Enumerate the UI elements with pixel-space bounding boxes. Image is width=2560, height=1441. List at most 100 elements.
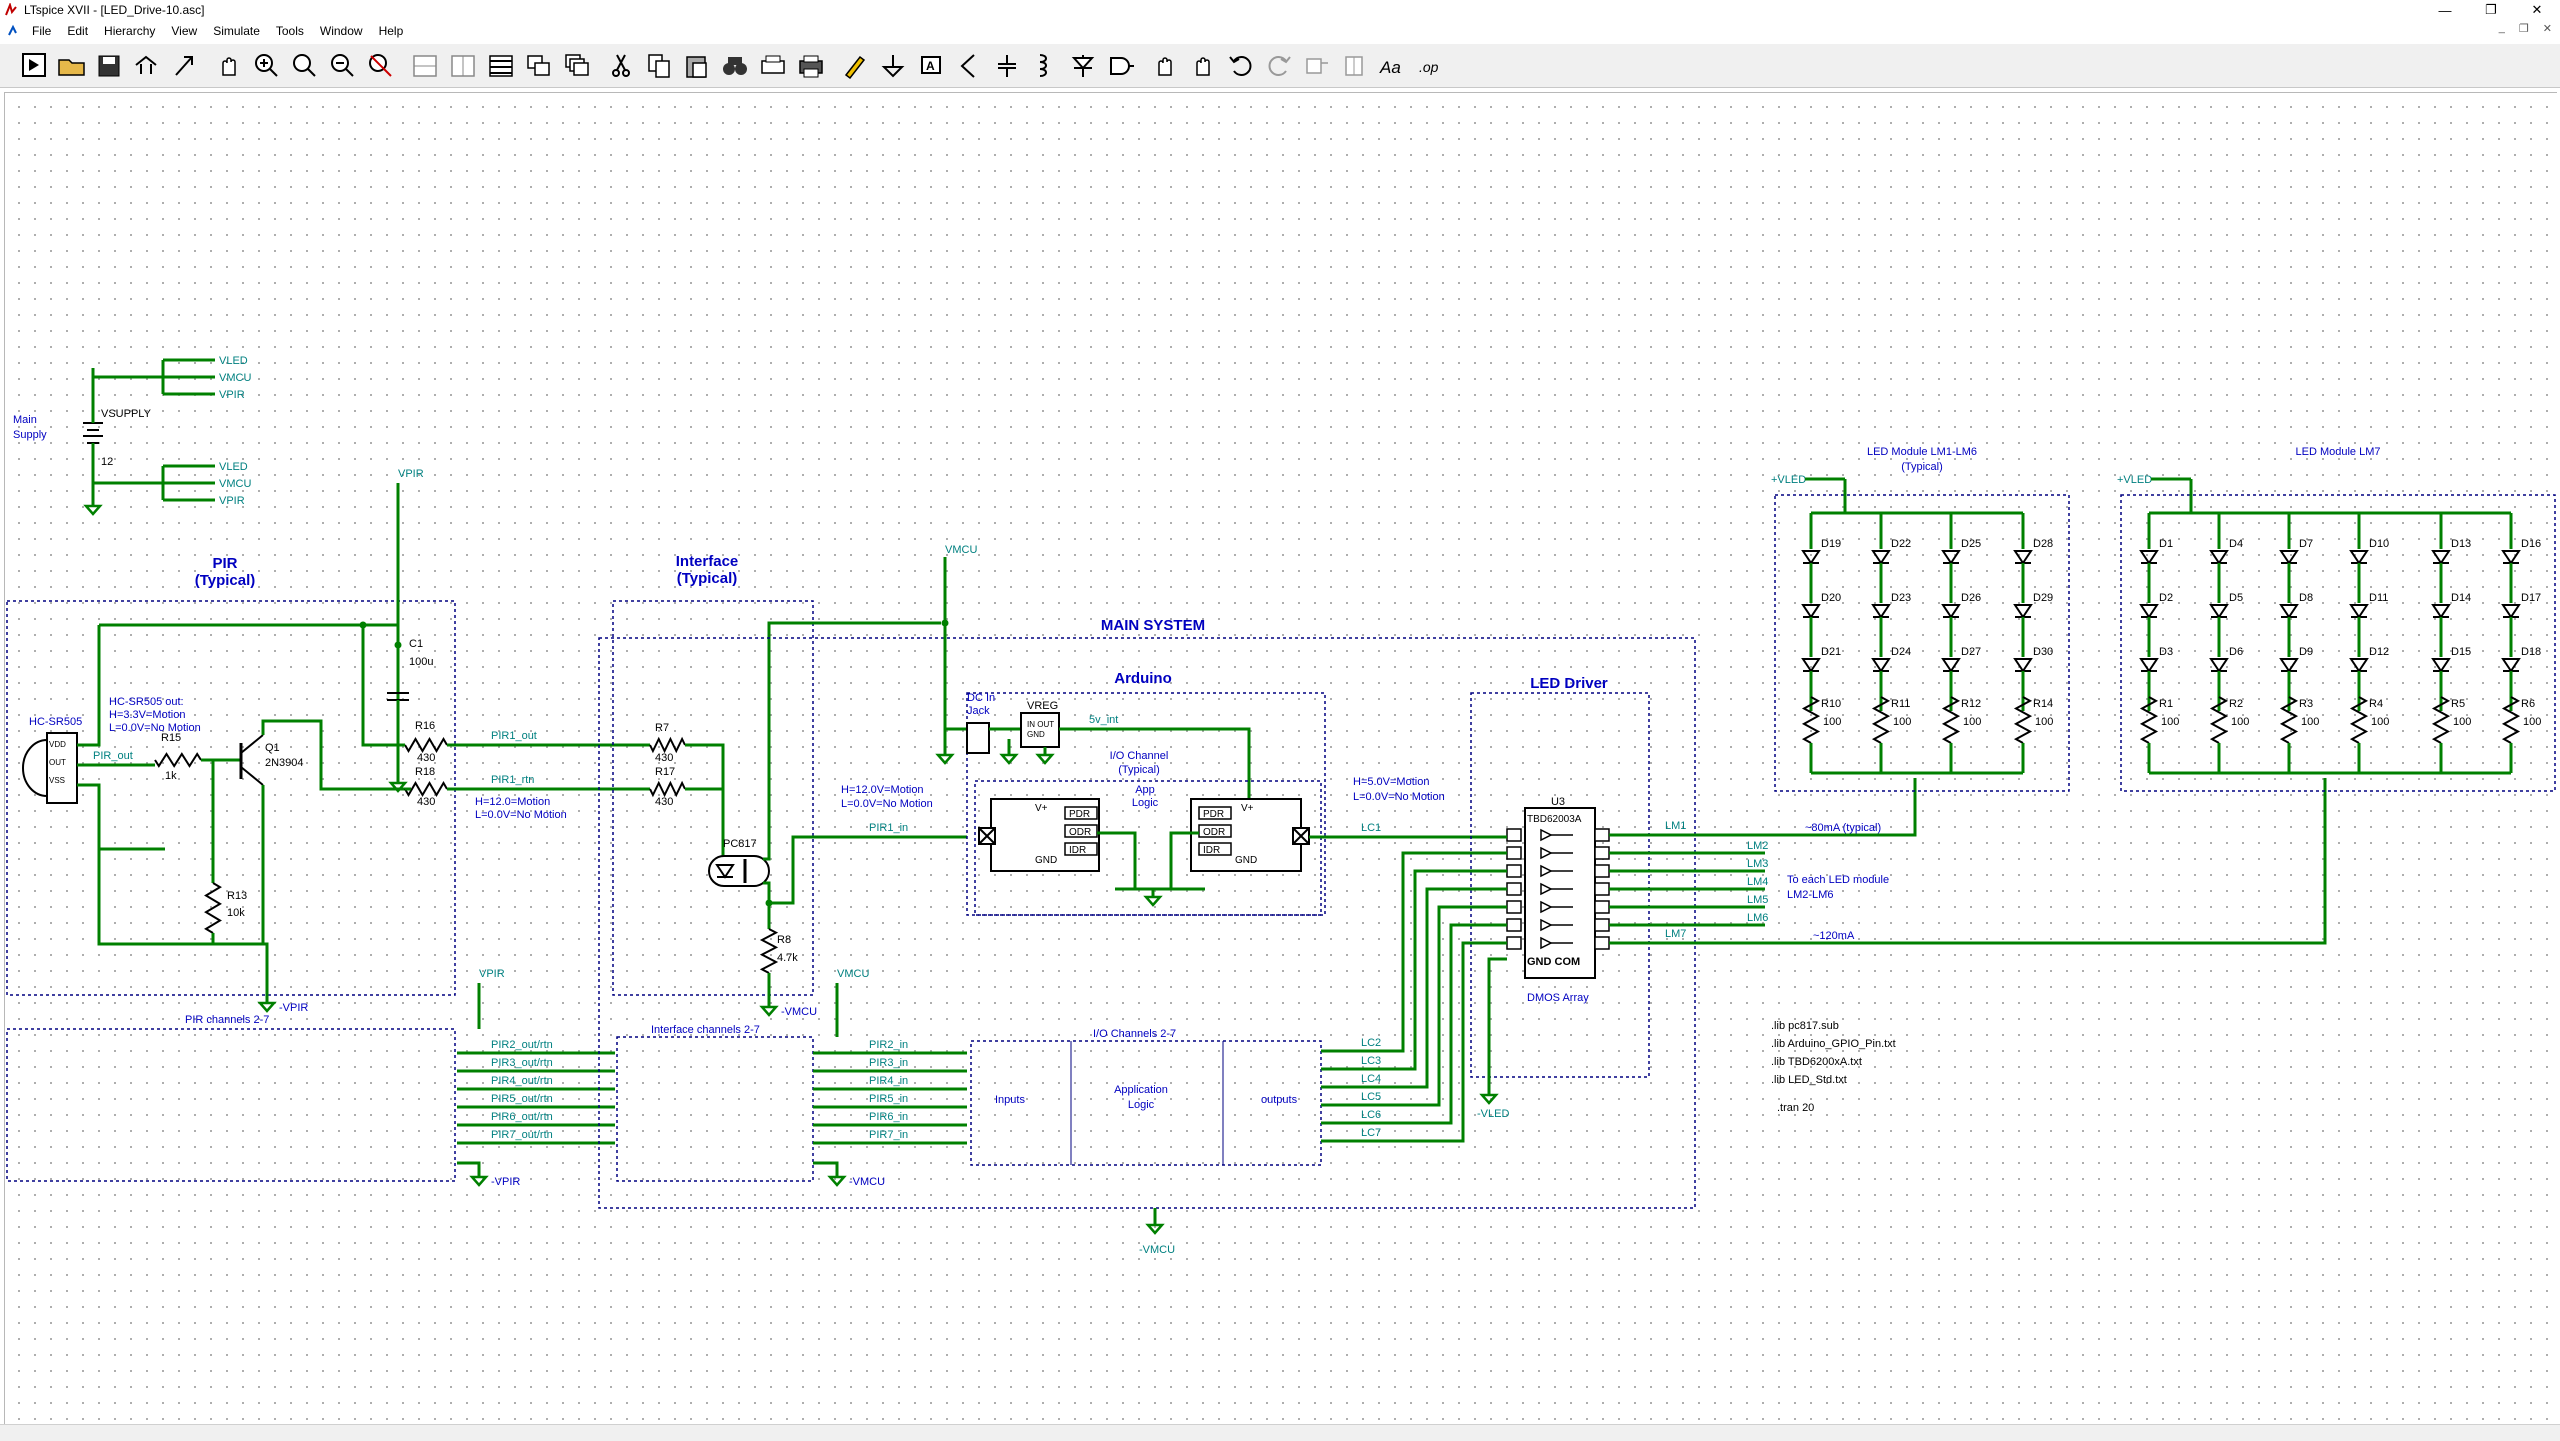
led-diode [1801, 658, 1821, 673]
label-net-icon: A [921, 55, 941, 74]
capacitor-button[interactable] [988, 47, 1026, 85]
pan-button[interactable] [210, 47, 248, 85]
ground-button[interactable] [874, 47, 912, 85]
tile-vertical-button[interactable] [444, 47, 482, 85]
lm7-net: LM7 [1665, 928, 1686, 940]
diode-label: D25 [1961, 538, 1981, 550]
led-diode [2431, 658, 2451, 673]
r17-resistor [649, 780, 686, 798]
menu-edit[interactable]: Edit [67, 24, 89, 38]
resistor-value: 100 [2035, 716, 2053, 728]
menu-tools[interactable]: Tools [275, 24, 304, 38]
r16-resistor [404, 737, 448, 753]
register-box [1198, 806, 1232, 820]
menu-view[interactable]: View [171, 24, 198, 38]
save-button[interactable] [90, 47, 128, 85]
vplus-label: V+ [1241, 803, 1254, 814]
u3-in-pin [1506, 846, 1522, 860]
interface-channels-label: Interface channels 2-7 [651, 1024, 760, 1036]
led-diode [2013, 550, 2033, 565]
draw-wire-button[interactable] [836, 47, 874, 85]
zoom-in-button[interactable] [248, 47, 286, 85]
svg-text:Aa: Aa [1379, 58, 1401, 77]
move-icon [1158, 56, 1172, 76]
menu-help[interactable]: Help [378, 24, 404, 38]
restore-button[interactable]: ❐ [2485, 2, 2497, 17]
register-box [1064, 824, 1098, 838]
run-button[interactable] [14, 47, 52, 85]
diode-label: D11 [2369, 592, 2388, 604]
redo-button[interactable] [1260, 47, 1298, 85]
cut-button[interactable] [602, 47, 640, 85]
move-button[interactable] [1146, 47, 1184, 85]
window-tile-button[interactable] [520, 47, 558, 85]
undo-button[interactable] [1222, 47, 1260, 85]
print-button[interactable] [792, 47, 830, 85]
gnd-label: GND [1235, 855, 1257, 866]
window-stack-button[interactable] [482, 47, 520, 85]
mdi-close-button[interactable]: ✕ [2542, 23, 2552, 35]
pir-channel-net: PIR6_out/rtn [491, 1111, 553, 1123]
diode-label: D21 [1821, 646, 1841, 658]
text-button[interactable]: Aa [1374, 47, 1412, 85]
menu-simulate[interactable]: Simulate [213, 24, 260, 38]
svg-text:A: A [926, 59, 935, 73]
menu-window[interactable]: Window [319, 24, 363, 38]
led-driver-title: LED Driver [1530, 675, 1608, 692]
resistor-label: R1 [2159, 698, 2173, 710]
r17-label: R17 [655, 766, 675, 778]
zoom-full-button[interactable] [286, 47, 324, 85]
zoom-cancel-button[interactable] [362, 47, 400, 85]
led-diode [1801, 550, 1821, 565]
open-button[interactable] [52, 47, 90, 85]
vpir-label-2: VPIR [479, 968, 505, 980]
pir-channels-box [6, 1028, 456, 1182]
label-net-button[interactable]: A [912, 47, 950, 85]
led-diode [2139, 604, 2159, 619]
save-icon [98, 55, 120, 76]
resistor-button[interactable] [950, 47, 988, 85]
junction-dot [359, 621, 367, 629]
minimize-button[interactable]: — [2438, 2, 2452, 18]
diode-button[interactable] [1064, 47, 1102, 85]
close-button[interactable]: ✕ [2531, 2, 2543, 17]
rotate-button[interactable] [1298, 47, 1336, 85]
mdi-restore-button[interactable]: ❐ [2518, 23, 2529, 35]
resistor-label: R12 [1961, 698, 1981, 710]
find-button[interactable] [716, 47, 754, 85]
document-icon[interactable] [6, 24, 20, 38]
text-icon: Aa [1379, 58, 1401, 77]
ground-symbol [935, 753, 955, 765]
mirror-button[interactable] [1336, 47, 1374, 85]
menu-file[interactable]: File [32, 24, 52, 38]
window-cascade-button[interactable] [558, 47, 596, 85]
drag-button[interactable] [1184, 47, 1222, 85]
paste-button[interactable] [678, 47, 716, 85]
zoom-out-button[interactable] [324, 47, 362, 85]
ground-symbol [1035, 753, 1055, 765]
interface-channels-box [616, 1036, 814, 1182]
component-button[interactable] [1102, 47, 1140, 85]
diode-label: D6 [2229, 646, 2243, 658]
resistor-label: R4 [2369, 698, 2383, 710]
supply-net-label: VMCU [219, 478, 251, 490]
pick-visible-button[interactable] [166, 47, 204, 85]
vplus-label: V+ [1035, 803, 1048, 814]
u3-in-pin [1506, 936, 1522, 950]
arduino-in-net: PIR6_in [869, 1111, 908, 1123]
wire [1059, 727, 1251, 799]
spice-directive-button[interactable]: .op [1412, 47, 1450, 85]
tile-horizontal-button[interactable] [406, 47, 444, 85]
led-diode [2013, 604, 2033, 619]
menu-hierarchy[interactable]: Hierarchy [104, 24, 156, 38]
find-icon [723, 56, 747, 75]
wire [1321, 905, 1507, 1107]
copy-button[interactable] [640, 47, 678, 85]
wire [1609, 778, 2327, 945]
print-icon [799, 55, 823, 77]
control-panel-button[interactable] [128, 47, 166, 85]
inductor-button[interactable] [1026, 47, 1064, 85]
mdi-minimize-button[interactable]: _ [2498, 22, 2505, 34]
print-setup-button[interactable] [754, 47, 792, 85]
